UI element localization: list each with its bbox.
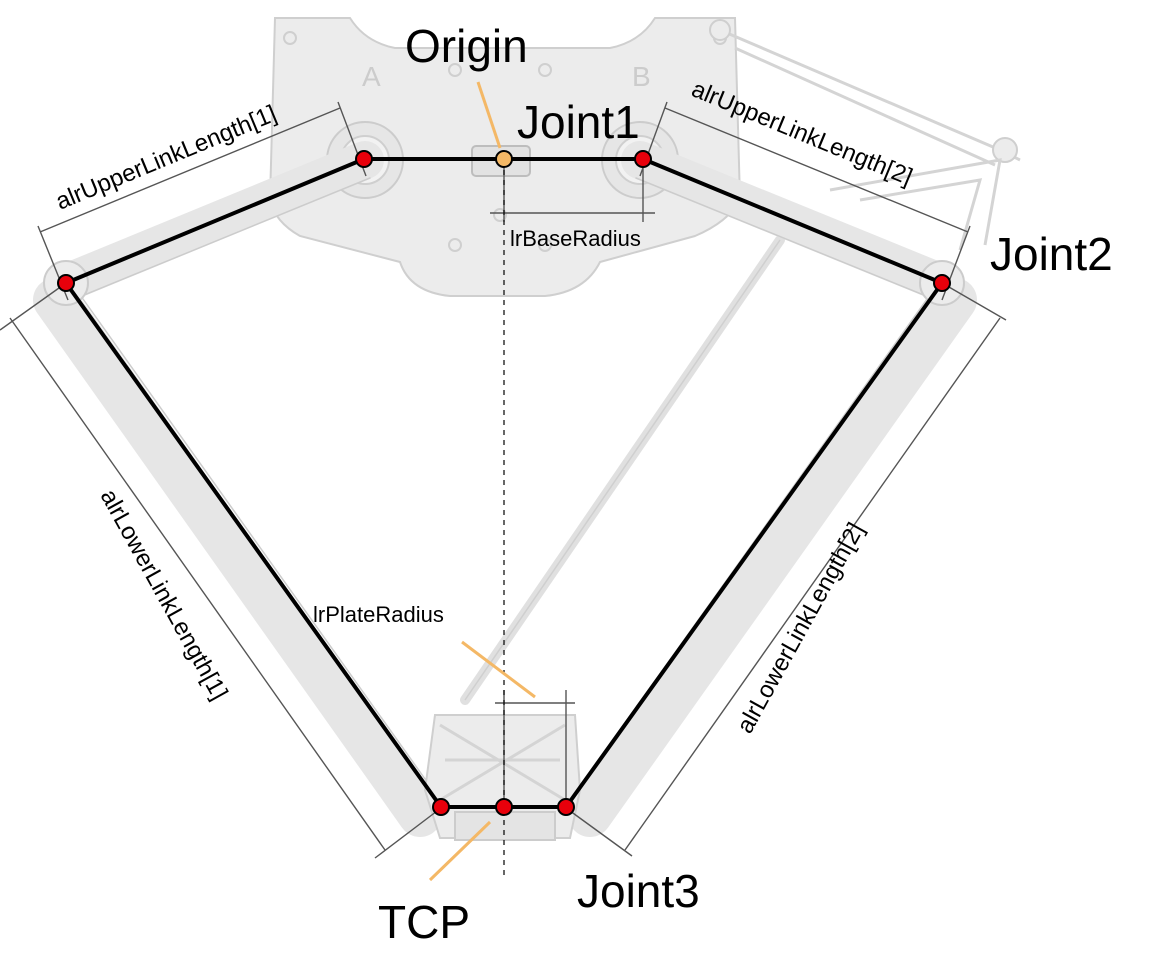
joint-markers [57, 150, 951, 816]
plate-radius-label: lrPlateRadius [313, 602, 444, 627]
origin-label: Origin [405, 20, 528, 72]
joint-marker-plate-a [432, 798, 450, 816]
joint3-label: Joint3 [577, 865, 700, 917]
joint-marker-tcp [495, 798, 513, 816]
joint-marker-base-a [355, 150, 373, 168]
joint-marker-elbow-b [933, 274, 951, 292]
origin-marker [495, 150, 513, 168]
base-radius-label: lrBaseRadius [510, 226, 641, 251]
joint-marker-elbow-a [57, 274, 75, 292]
arm-a-label: A [362, 61, 381, 92]
joint1-label: Joint1 [517, 96, 640, 148]
arm-b-label: B [632, 61, 651, 92]
joint-marker-base-b [634, 150, 652, 168]
joint2-label: Joint2 [990, 228, 1113, 280]
tcp-label: TCP [378, 896, 470, 948]
joint-marker-plate-b [557, 798, 575, 816]
leader-lines [428, 81, 536, 882]
